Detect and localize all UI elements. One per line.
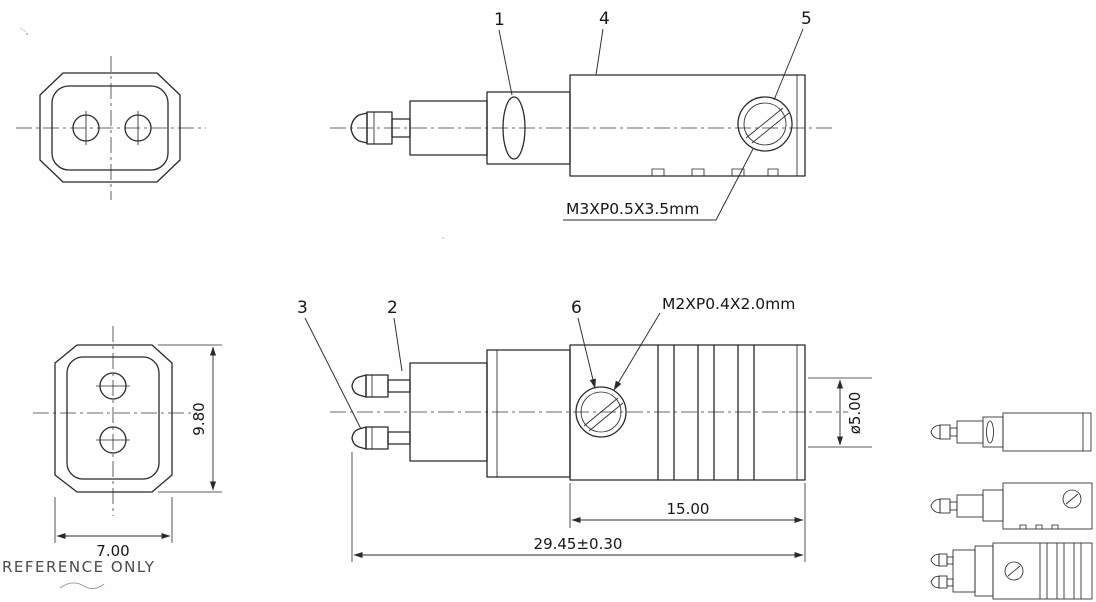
main-body [569, 344, 806, 481]
callout-1: 1 [494, 10, 505, 30]
reference-only-text: REFERENCE ONLY [2, 558, 155, 576]
callout-4: 4 [599, 9, 610, 29]
width-dimension: 7.00 [96, 542, 129, 560]
side-view-top: 1 4 5 M3XP0.5X3.5mm [330, 9, 836, 221]
thread-note-bottom-leader [613, 312, 661, 391]
thread-note-bottom: M2XP0.4X2.0mm [662, 295, 795, 313]
overall-length-dimension: 29.45±0.30 [534, 535, 623, 553]
thumbnail-views [930, 412, 1093, 600]
callout-1-leader [498, 29, 513, 96]
callout-3: 3 [297, 298, 308, 318]
set-screw-top [737, 96, 793, 152]
main-body [569, 74, 806, 177]
set-screw-bottom [575, 386, 627, 438]
collar-ring [502, 96, 526, 160]
callout-4-leader [595, 28, 604, 76]
grip-ribs [657, 344, 755, 481]
upper-pin [351, 374, 411, 398]
body-length-dimension: 15.00 [667, 500, 710, 518]
thread-note-top-leader [563, 148, 754, 221]
lower-pin [351, 426, 411, 450]
front-view-top [16, 56, 206, 200]
shell-outer-outline [54, 344, 173, 493]
callout-2-leader [393, 317, 403, 372]
collar [486, 349, 571, 478]
diameter-dimension: ø5.00 [846, 392, 864, 435]
grip-notches [651, 168, 779, 176]
callout-6-leader [577, 317, 597, 389]
reference-note: REFERENCE ONLY [2, 558, 155, 589]
thumbnail-view-3 [930, 542, 1093, 600]
side-view-bottom: 3 2 6 M2XP0.4X2.0mm ø5.00 15.00 29.45±0.… [297, 295, 872, 562]
thread-note-top: M3XP0.5X3.5mm [566, 200, 699, 218]
shell-outer-outline [39, 72, 181, 183]
scan-scribble [59, 582, 105, 589]
callout-5-leader [773, 28, 804, 101]
callout-5: 5 [801, 9, 812, 29]
callout-6: 6 [571, 298, 582, 318]
shell-inner-outline [51, 85, 169, 171]
thumbnail-view-1 [930, 412, 1092, 452]
shell-inner-outline [66, 356, 160, 480]
callout-3-leader [304, 317, 362, 430]
front-view-bottom: 9.80 7.00 [33, 326, 222, 560]
thumbnail-view-2 [930, 482, 1093, 530]
height-dimension: 9.80 [190, 402, 208, 435]
callout-2: 2 [387, 298, 398, 318]
scan-specks [19, 27, 444, 239]
